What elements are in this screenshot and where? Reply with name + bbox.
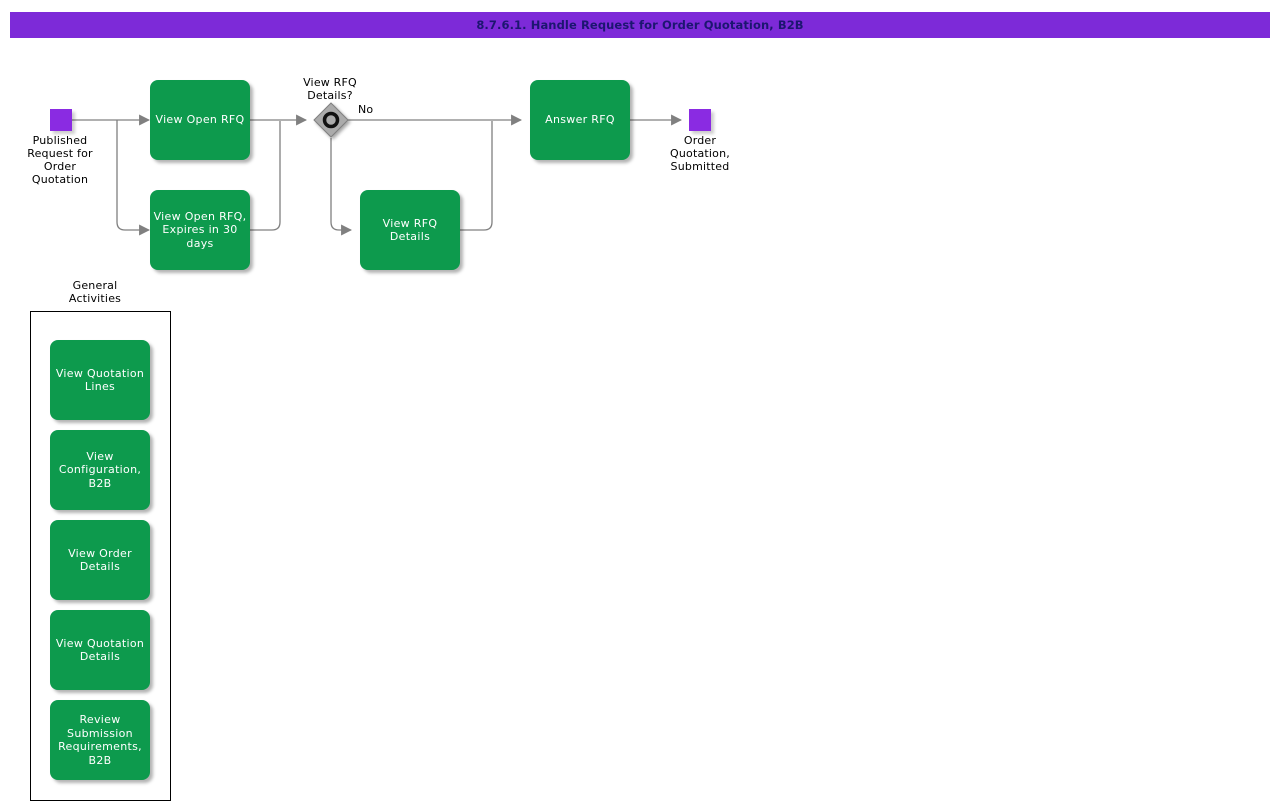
connector-gateway-to-view-rfq-details — [330, 138, 353, 236]
activity-view-rfq-details[interactable]: View RFQ Details — [360, 190, 460, 270]
connector-view-open-rfq-expires-merge — [250, 121, 281, 231]
gateway-circle-icon — [322, 111, 340, 129]
activity-answer-rfq[interactable]: Answer RFQ — [530, 80, 630, 160]
activity-view-quotation-details[interactable]: View Quotation Details — [50, 610, 150, 690]
activity-view-open-rfq[interactable]: View Open RFQ — [150, 80, 250, 160]
activity-review-submission-requirements-b2b[interactable]: Review Submission Requirements, B2B — [50, 700, 150, 780]
decision-gateway — [313, 102, 349, 138]
decision-question-label: View RFQ Details? — [303, 76, 357, 102]
decision-no-label: No — [358, 103, 374, 116]
diagram-title-bar: 8.7.6.1. Handle Request for Order Quotat… — [10, 12, 1270, 38]
start-event-label: Published Request for Order Quotation — [27, 134, 93, 186]
connector-view-rfq-details-merge — [460, 121, 493, 231]
end-event-label: Order Quotation, Submitted — [670, 134, 730, 173]
activity-view-configuration-b2b[interactable]: View Configuration, B2B — [50, 430, 150, 510]
end-event-node — [689, 109, 711, 131]
connector-start-to-view-open-rfq-expires — [116, 120, 151, 236]
diagram-title: 8.7.6.1. Handle Request for Order Quotat… — [476, 18, 804, 32]
general-activities-title: General Activities — [68, 279, 122, 305]
start-event-node — [50, 109, 72, 131]
activity-view-order-details[interactable]: View Order Details — [50, 520, 150, 600]
activity-view-open-rfq-expires[interactable]: View Open RFQ, Expires in 30 days — [150, 190, 250, 270]
activity-view-quotation-lines[interactable]: View Quotation Lines — [50, 340, 150, 420]
